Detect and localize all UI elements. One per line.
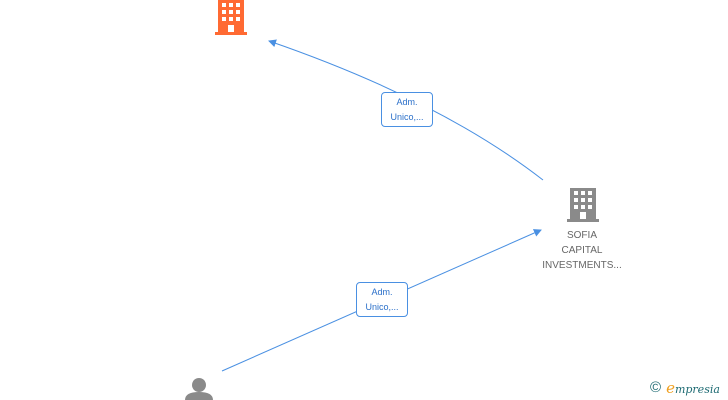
- node-label-line: CAPITAL: [561, 245, 603, 256]
- empresia-watermark: © empresia: [650, 378, 720, 398]
- brand-logo: empresia: [666, 379, 720, 397]
- edge-label-role[interactable]: Adm. Unico,...: [381, 92, 433, 127]
- brand-first-letter: e: [666, 379, 675, 397]
- copyright-icon: ©: [650, 379, 662, 396]
- edge-label-line: Unico,...: [390, 112, 424, 122]
- node-label-sofia[interactable]: SOFIA CAPITAL INVESTMENTS...: [532, 228, 632, 273]
- edge-label-line: Adm.: [396, 97, 418, 107]
- node-label-line: INVESTMENTS...: [542, 260, 622, 271]
- edge-label-line: Adm.: [371, 287, 393, 297]
- edge-label-line: Unico,...: [365, 302, 399, 312]
- edge-label-role[interactable]: Adm. Unico,...: [356, 282, 408, 317]
- person-icon[interactable]: [183, 376, 215, 400]
- node-label-line: SOFIA: [566, 230, 597, 241]
- company-building-icon[interactable]: [214, 0, 248, 36]
- brand-rest: mpresia: [674, 383, 720, 396]
- company-building-icon[interactable]: [566, 188, 600, 224]
